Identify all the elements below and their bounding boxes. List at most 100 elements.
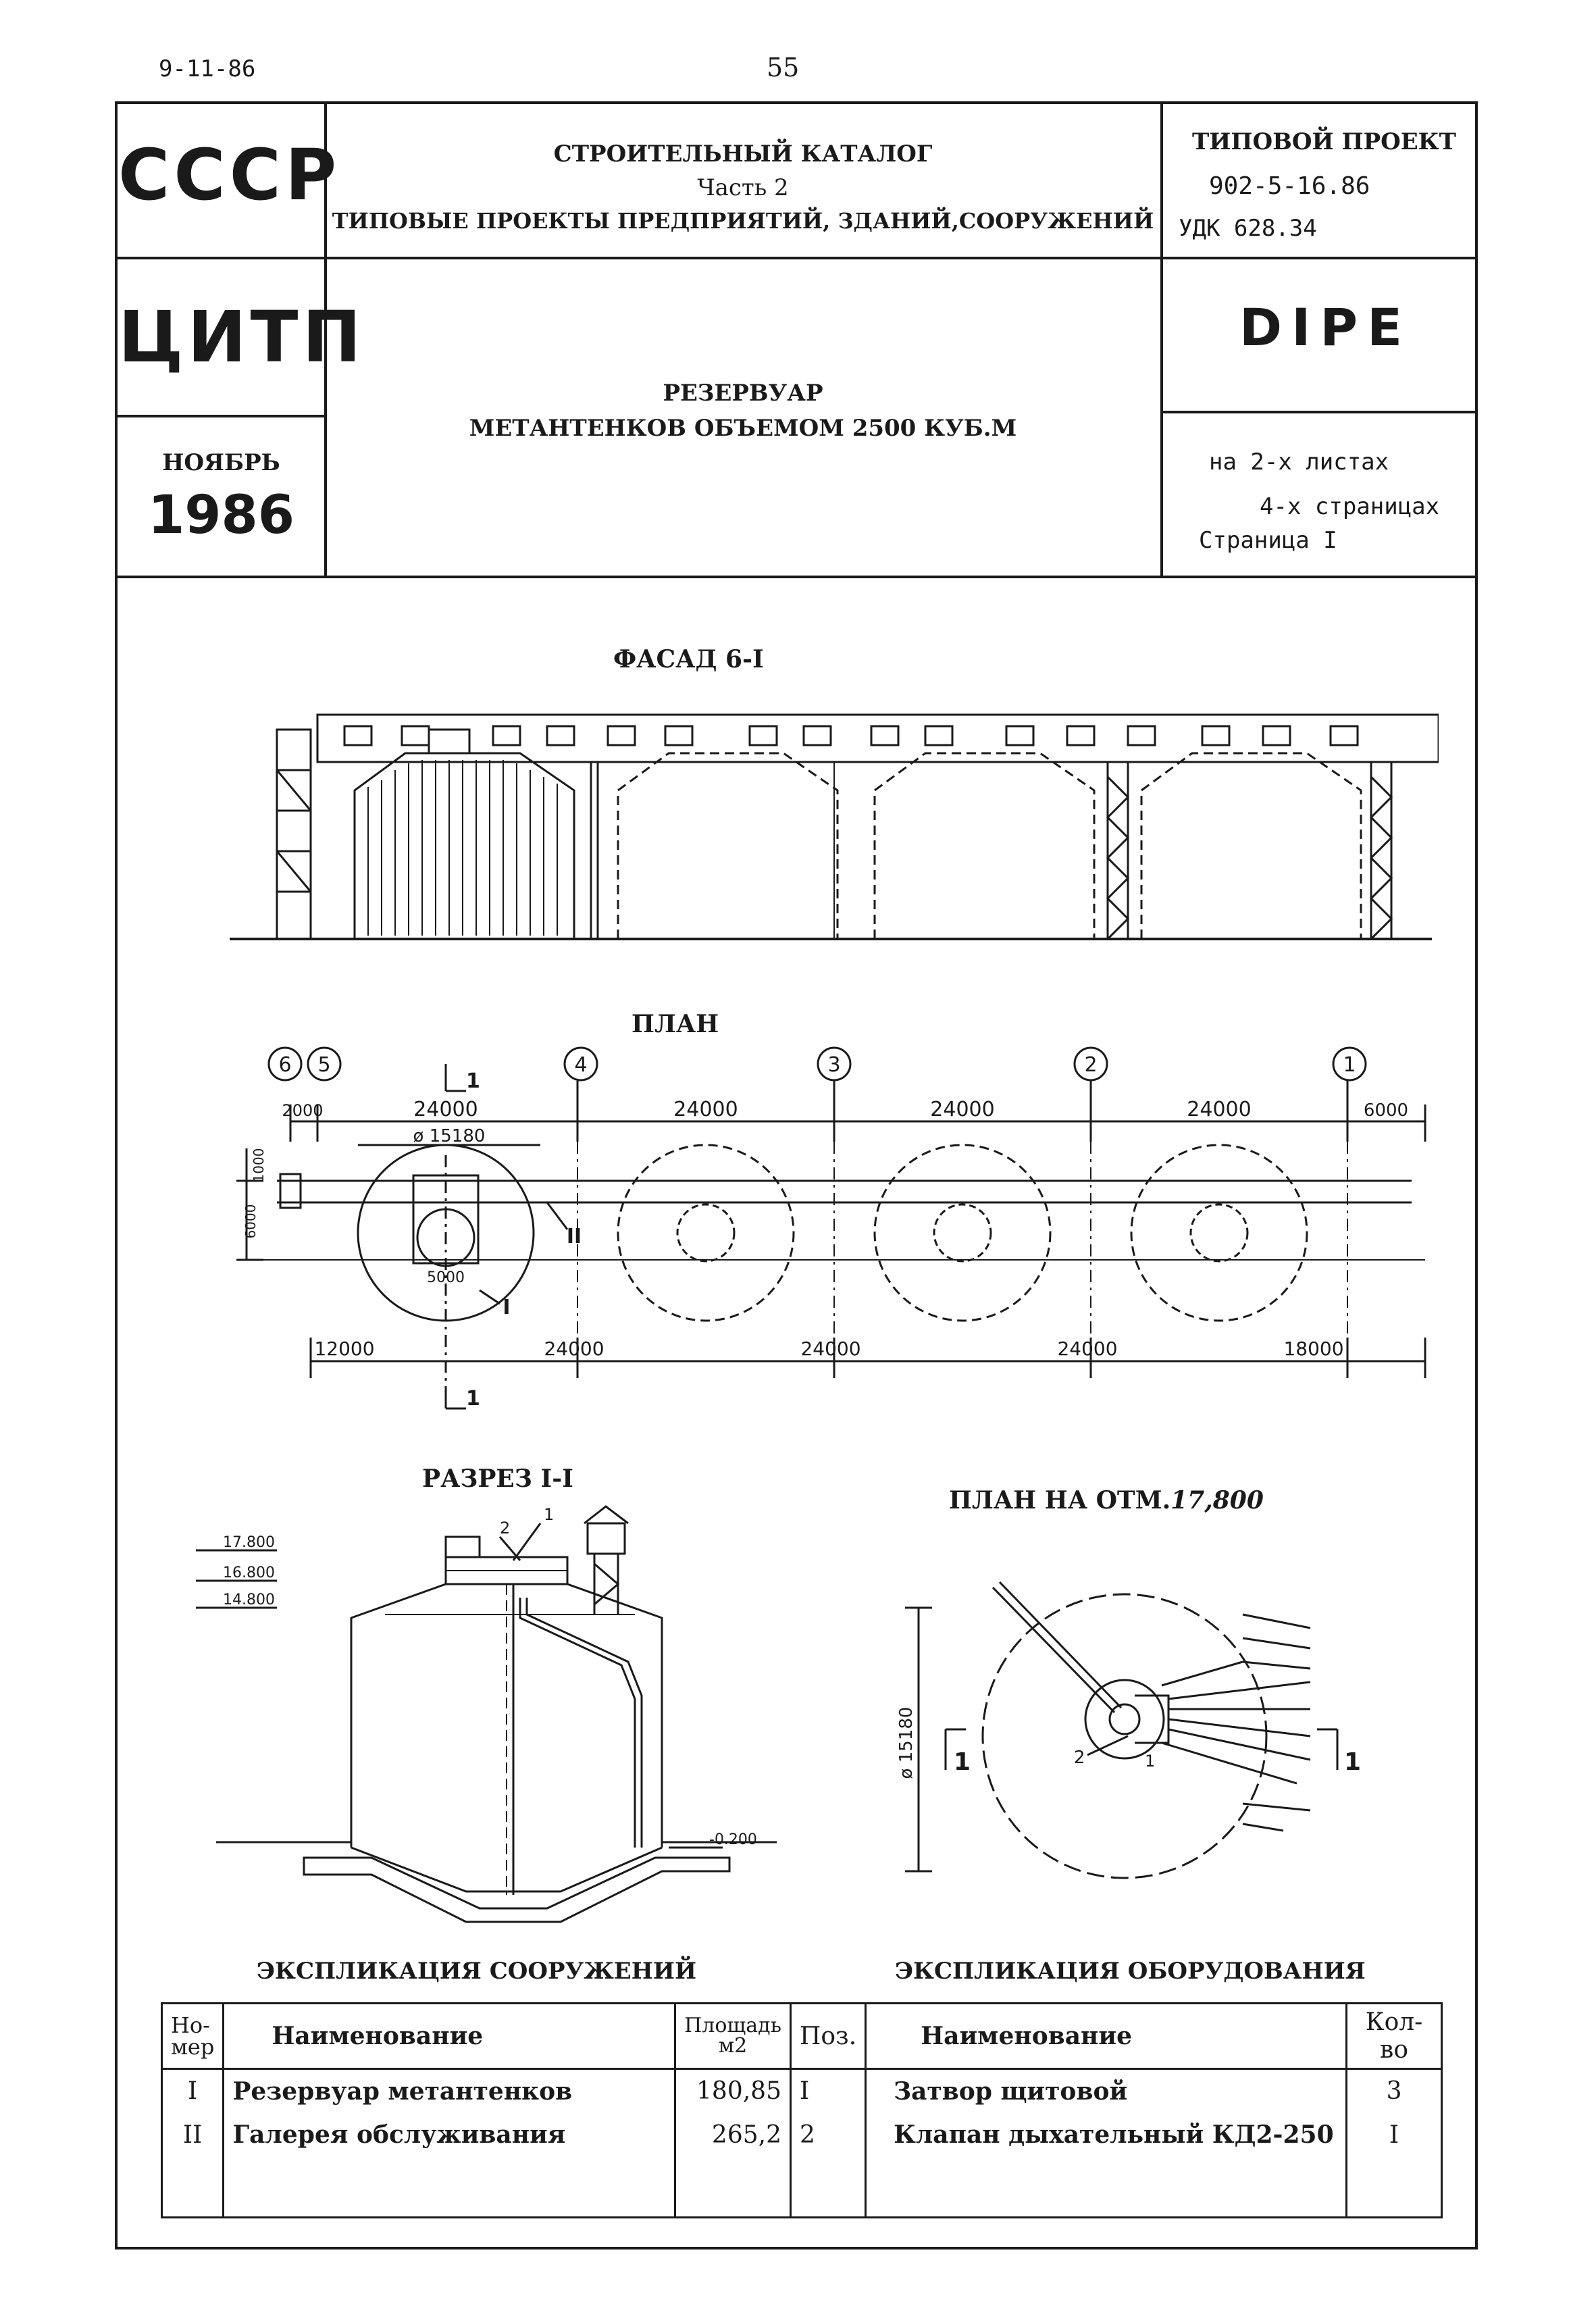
dim-top-24000d: 24000 [1187, 1098, 1251, 1121]
label-II: II [567, 1225, 582, 1248]
facade-title: ФАСАД 6-I [613, 645, 764, 673]
issue-month: НОЯБРЬ [162, 449, 280, 476]
col-eq-name-header: Наименование [865, 2002, 1348, 2070]
table-header-row: Но- мер Наименование Площадь м2 Поз. Наи… [160, 2002, 1443, 2070]
stamp-vline-1 [324, 101, 327, 576]
eq-name: Клапан дыхательный КД2-250 [865, 2112, 1348, 2157]
pages-count: 4-х страницах [1260, 493, 1440, 520]
top-plan-diameter: ø 15180 [896, 1707, 917, 1779]
struct-name: Галерея обслуживания [222, 2112, 677, 2157]
level-14800: 14.800 [223, 1592, 275, 1608]
plan-drawing: 6 5 4 3 2 1 2000 24000 24000 24000 24000… [236, 1046, 1426, 1410]
section-title: РАЗРЕЗ I-I [422, 1465, 573, 1493]
eq-pos: 2 [789, 2112, 867, 2157]
dim-bot-24000a: 24000 [544, 1338, 604, 1360]
top-plan-mark-right: 1 [1344, 1748, 1361, 1776]
col-pos-header: Поз. [789, 2002, 867, 2070]
section-mark-top: 1 [466, 1069, 480, 1093]
table-filler-row [160, 2156, 1443, 2218]
top-plan-drawing: ø 15180 1 1 2 1 [896, 1581, 1361, 1879]
dim-top-2000: 2000 [282, 1101, 323, 1120]
eq-qty: I [1345, 2112, 1443, 2157]
table-row: I Резервуар метантенков 180,85 I Затвор … [160, 2068, 1443, 2113]
section-drawing: 17.800 16.800 14.800 14.920 0.000 -0.200… [196, 1505, 777, 1923]
col-number-header: Но- мер [160, 2002, 225, 2070]
struct-area: 265,2 [674, 2112, 792, 2157]
dim-bot-12000: 12000 [314, 1338, 374, 1360]
equipment-title: ЭКСПЛИКАЦИЯ ОБОРУДОВАНИЯ [895, 1958, 1366, 1985]
plan-top-title: ПЛАН НА ОТМ.17,800 [949, 1486, 1264, 1515]
org-citp: ЦИТП [118, 296, 365, 378]
dim-5000: 5000 [427, 1269, 465, 1286]
sheet-frame [115, 101, 1478, 2250]
filler-cell [865, 2156, 1348, 2218]
axis-4: 4 [574, 1053, 587, 1077]
date-code: 9-11-86 [159, 55, 256, 82]
struct-num: II [160, 2112, 225, 2157]
axis-1: 1 [1343, 1053, 1356, 1077]
page-index: Страница I [1199, 527, 1337, 554]
dim-top-6000: 6000 [1364, 1100, 1408, 1121]
stamp-hline-3 [1160, 411, 1478, 413]
dim-bot-24000c: 24000 [1057, 1338, 1117, 1360]
axis-6: 6 [278, 1053, 291, 1077]
project-number: 902-5-16.86 [1209, 172, 1370, 200]
eq-name: Затвор щитовой [865, 2068, 1348, 2113]
stamp-vline-2 [1160, 101, 1163, 576]
sheets-count: на 2-х листах [1209, 449, 1389, 476]
axis-2: 2 [1084, 1053, 1097, 1077]
struct-name: Резервуар метантенков [222, 2068, 677, 2113]
struct-num: I [160, 2068, 225, 2113]
filler-cell [1345, 2156, 1443, 2218]
dim-1000: 1000 [251, 1148, 267, 1183]
object-line-2: МЕТАНТЕНКОВ ОБЪЕМОМ 2500 КУБ.М [469, 415, 1017, 442]
axis-3: 3 [827, 1053, 840, 1077]
udk-code: УДК 628.34 [1179, 215, 1317, 242]
dim-bot-24000b: 24000 [800, 1338, 860, 1360]
section-pos-1: 1 [544, 1505, 554, 1524]
table-row: II Галерея обслуживания 265,2 2 Клапан д… [160, 2112, 1443, 2157]
top-plan-pos-1: 1 [1145, 1752, 1155, 1771]
project-label: ТИПОВОЙ ПРОЕКТ [1192, 128, 1456, 155]
catalog-line-2: Часть 2 [697, 174, 789, 201]
axis-5: 5 [317, 1053, 330, 1077]
level-17800: 17.800 [223, 1534, 275, 1551]
struct-area: 180,85 [674, 2068, 792, 2113]
org-sssr: СССР [118, 134, 341, 216]
dim-top-24000b: 24000 [673, 1098, 738, 1121]
section-pos-2: 2 [500, 1519, 510, 1537]
filler-cell [674, 2156, 792, 2218]
dim-top-24000c: 24000 [930, 1098, 994, 1121]
issue-year: 1986 [147, 485, 295, 546]
col-qty-header: Кол-во [1345, 2002, 1443, 2070]
facade-drawing [230, 713, 1439, 940]
filler-cell [160, 2156, 225, 2218]
level-minus-0200: -0.200 [709, 1831, 757, 1848]
dim-top-24000a: 24000 [413, 1098, 478, 1121]
plan-top-level: 17,800 [1170, 1486, 1264, 1515]
top-plan-mark-left: 1 [954, 1748, 971, 1776]
structures-title: ЭКСПЛИКАЦИЯ СООРУЖЕНИЙ [257, 1958, 697, 1985]
col-area-header: Площадь м2 [674, 2002, 792, 2070]
level-16800: 16.800 [223, 1565, 275, 1581]
catalog-line-3: ТИПОВЫЕ ПРОЕКТЫ ПРЕДПРИЯТИЙ, ЗДАНИЙ,СООР… [332, 208, 1154, 234]
dim-diameter: ø 15180 [413, 1126, 486, 1146]
dim-6000v: 6000 [242, 1204, 259, 1239]
col-name-header: Наименование [222, 2002, 677, 2070]
plan-title: ПЛАН [632, 1010, 719, 1038]
section-mark-bottom: 1 [466, 1387, 480, 1410]
filler-cell [222, 2156, 677, 2218]
page-number: 55 [767, 53, 800, 82]
stamp-bottom-line [115, 576, 1478, 578]
project-code: DIPE [1239, 297, 1412, 357]
filler-cell [789, 2156, 867, 2218]
object-line-1: РЕЗЕРВУАР [663, 380, 823, 407]
eq-qty: 3 [1345, 2068, 1443, 2113]
dim-bot-18000: 18000 [1283, 1338, 1343, 1360]
stamp-hline-2 [115, 415, 324, 417]
label-I: I [503, 1296, 510, 1319]
plan-top-title-text: ПЛАН НА ОТМ. [949, 1486, 1171, 1515]
stamp-hline-1 [115, 257, 1478, 259]
eq-pos: I [789, 2068, 867, 2113]
top-plan-pos-2: 2 [1074, 1748, 1085, 1768]
